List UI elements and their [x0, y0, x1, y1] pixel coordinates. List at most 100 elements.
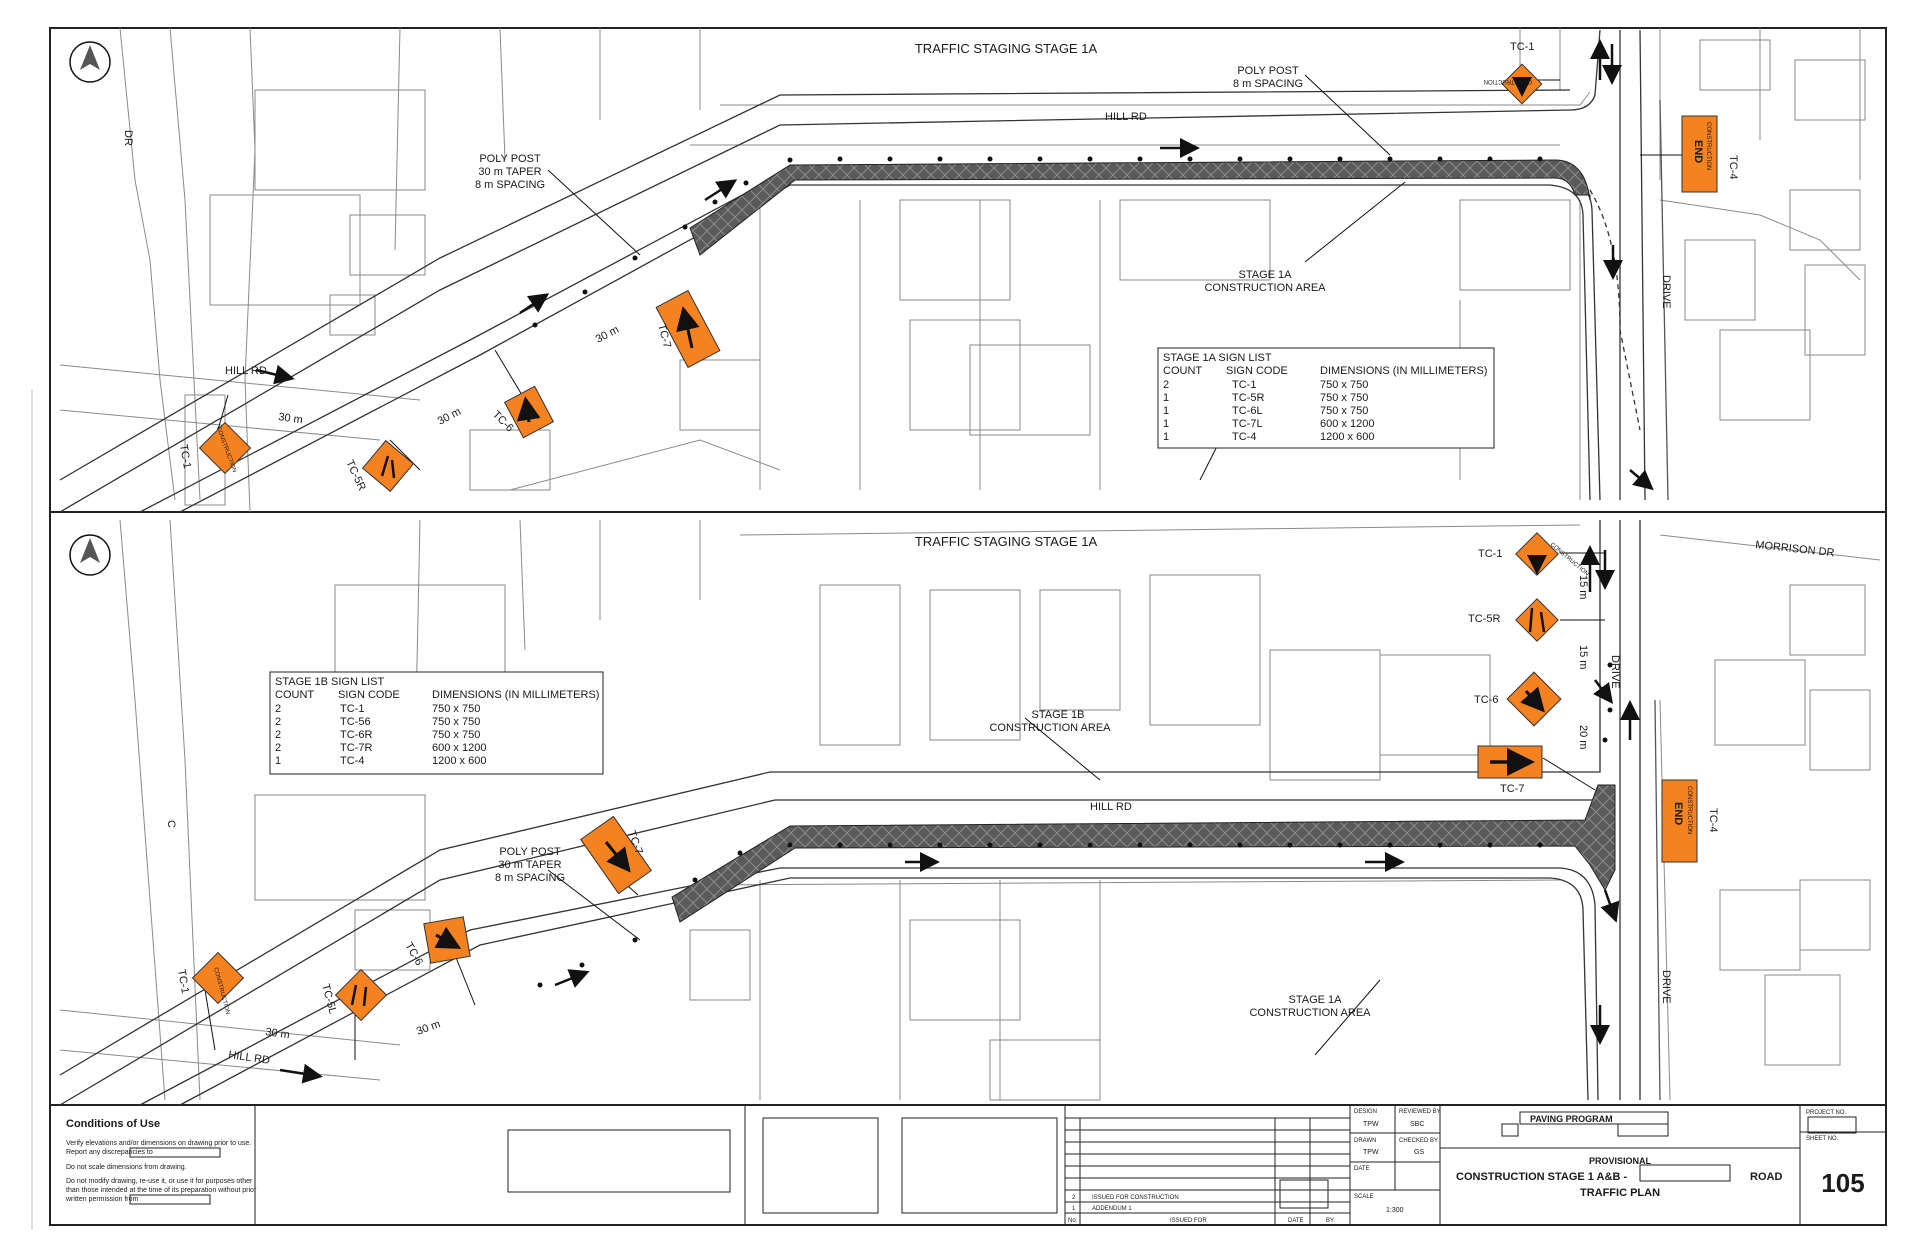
bottom-sign-tc5l [334, 968, 388, 1060]
sheet-border [49, 27, 1887, 1226]
svg-text:Report any discrepancies to: Report any discrepancies to [66, 1149, 153, 1156]
svg-text:SIGN CODE: SIGN CODE [1226, 365, 1288, 377]
svg-text:TC-56: TC-56 [340, 716, 371, 728]
bottom-sign-tc7-left [579, 815, 653, 896]
svg-text:1:300: 1:300 [1386, 1207, 1404, 1214]
bottom-panel: TRAFFIC STAGING STAGE 1A HILL RD HILL RD… [59, 519, 1881, 1106]
svg-text:750 x 750: 750 x 750 [1320, 405, 1368, 417]
bottom-poly-post-taper-note: POLY POST 30 m TAPER 8 m SPACING [495, 846, 565, 884]
bottom-distance-v3: 20 m [1577, 725, 1589, 749]
svg-text:DIMENSIONS (IN MILLIMETERS): DIMENSIONS (IN MILLIMETERS) [1320, 365, 1487, 377]
bottom-sign-tc1-right: CONSTRUCTION [1515, 532, 1605, 578]
top-sign-list-table: STAGE 1A SIGN LIST COUNT SIGN CODE DIMEN… [1157, 347, 1495, 449]
svg-text:STAGE 1B: STAGE 1B [1032, 709, 1085, 721]
top-tc1-left-label: TC-1 [177, 443, 193, 469]
drawing-title-road: ROAD [1750, 1171, 1782, 1183]
svg-text:DATE: DATE [1354, 1166, 1370, 1172]
bottom-tc1-right-label: TC-1 [1478, 548, 1502, 560]
svg-text:1: 1 [1163, 405, 1169, 417]
svg-text:DRAWN: DRAWN [1354, 1138, 1376, 1144]
bottom-stage-1a-label: STAGE 1A CONSTRUCTION AREA [1249, 994, 1371, 1019]
svg-text:GS: GS [1414, 1149, 1424, 1156]
bottom-sign-tc4: END CONSTRUCTION [1661, 779, 1698, 863]
top-sign-tc4: END CONSTRUCTION [1681, 115, 1718, 193]
bottom-north-arrow [69, 534, 111, 576]
svg-text:BY: BY [1326, 1218, 1334, 1224]
svg-text:CONSTRUCTION AREA: CONSTRUCTION AREA [1249, 1007, 1371, 1019]
top-sign-tc6 [494, 349, 555, 439]
svg-text:CONSTRUCTION: CONSTRUCTION [1705, 122, 1711, 170]
bottom-sign-tc6-left [423, 916, 476, 1006]
svg-text:TC-6L: TC-6L [1232, 405, 1263, 417]
bottom-tc7-right-label: TC-7 [1500, 783, 1524, 795]
svg-text:written permission from: written permission from [65, 1196, 139, 1203]
top-tc1-right-label: TC-1 [1510, 41, 1534, 53]
svg-text:2: 2 [1163, 379, 1169, 391]
bottom-stage-1b-label: STAGE 1B CONSTRUCTION AREA [989, 709, 1111, 734]
top-panel-title: TRAFFIC STAGING STAGE 1A [915, 41, 1098, 56]
svg-text:750 x 750: 750 x 750 [432, 716, 480, 728]
svg-text:DATE: DATE [1288, 1218, 1304, 1224]
top-street-hill-rd-left: HILL RD [225, 365, 267, 377]
bottom-street-hill-rd-left: HILL RD [228, 1049, 271, 1067]
svg-text:TC-7L: TC-7L [1232, 418, 1263, 430]
svg-text:SBC: SBC [1410, 1121, 1424, 1128]
svg-text:ISSUED FOR CONSTRUCTION: ISSUED FOR CONSTRUCTION [1092, 1195, 1179, 1201]
svg-text:POLY POST: POLY POST [499, 846, 561, 858]
bottom-panel-title: TRAFFIC STAGING STAGE 1A [915, 534, 1098, 549]
svg-text:2: 2 [275, 716, 281, 728]
top-distance-2: 30 m [436, 406, 463, 428]
sheet-number: 105 [1821, 1168, 1864, 1198]
svg-text:8 m SPACING: 8 m SPACING [1233, 78, 1303, 90]
svg-text:END: END [1692, 140, 1704, 163]
bottom-sign-tc5r [1515, 598, 1605, 642]
svg-text:STAGE 1A: STAGE 1A [1239, 269, 1293, 281]
stage-1b-construction-area [671, 784, 1616, 923]
svg-text:30 m TAPER: 30 m TAPER [478, 166, 541, 178]
svg-text:TC-4: TC-4 [1232, 431, 1256, 443]
top-street-drive: DRIVE [1660, 275, 1672, 309]
svg-text:Do not modify drawing, re-use: Do not modify drawing, re-use it, or use… [66, 1178, 253, 1185]
top-traffic-arrows [255, 39, 1654, 491]
title-block: Conditions of Use Verify elevations and/… [65, 1105, 1886, 1225]
svg-text:than those intended at the tim: than those intended at the time of its p… [66, 1187, 257, 1194]
conditions-text: Verify elevations and/or dimensions on d… [65, 1140, 257, 1203]
svg-text:DIMENSIONS (IN MILLIMETERS): DIMENSIONS (IN MILLIMETERS) [432, 689, 599, 701]
svg-text:750 x 750: 750 x 750 [432, 729, 480, 741]
svg-text:TPW: TPW [1363, 1149, 1379, 1156]
svg-text:POLY POST: POLY POST [479, 153, 541, 165]
bottom-sign-tc6-right [1506, 671, 1562, 727]
top-sign-tc1-left: CONSTRUCTION [198, 394, 252, 475]
svg-text:COUNT: COUNT [275, 689, 314, 701]
bottom-distance-v1: 15 m [1577, 575, 1589, 599]
bottom-sign-tc7-right [1477, 745, 1543, 779]
top-parcel-lines [59, 27, 1866, 513]
svg-text:STAGE 1B SIGN LIST: STAGE 1B SIGN LIST [275, 676, 384, 688]
top-poly-post-taper-note: POLY POST 30 m TAPER 8 m SPACING [475, 153, 545, 191]
bottom-tc6-right-label: TC-6 [1474, 694, 1498, 706]
svg-text:750 x 750: 750 x 750 [1320, 379, 1368, 391]
svg-text:1: 1 [1163, 431, 1169, 443]
top-street-dr: DR [122, 130, 134, 146]
bottom-traffic-arrows [279, 545, 1640, 1084]
top-north-arrow [69, 41, 111, 83]
bottom-road [59, 520, 1661, 1106]
bottom-street-drive-bottom: DRIVE [1660, 970, 1672, 1004]
svg-text:1: 1 [1163, 418, 1169, 430]
svg-text:No.: No. [1068, 1218, 1078, 1224]
svg-text:30 m TAPER: 30 m TAPER [498, 859, 561, 871]
svg-text:TC-7R: TC-7R [340, 742, 372, 754]
bottom-sign-list-table: STAGE 1B SIGN LIST COUNT SIGN CODE DIMEN… [269, 671, 604, 775]
conditions-title: Conditions of Use [66, 1118, 160, 1130]
bottom-tc5r-label: TC-5R [1468, 613, 1500, 625]
bottom-tc5l-label: TC-5L [319, 983, 339, 1016]
top-construction-area-label: STAGE 1A CONSTRUCTION AREA [1204, 269, 1326, 294]
svg-text:8 m SPACING: 8 m SPACING [495, 872, 565, 884]
bottom-tc1-left-label: TC-1 [175, 968, 191, 994]
svg-text:Verify elevations and/or dimen: Verify elevations and/or dimensions on d… [66, 1140, 251, 1147]
svg-text:750 x 750: 750 x 750 [1320, 392, 1368, 404]
top-street-hill-rd: HILL RD [1105, 111, 1147, 123]
svg-text:REVIEWED BY: REVIEWED BY [1399, 1109, 1441, 1115]
